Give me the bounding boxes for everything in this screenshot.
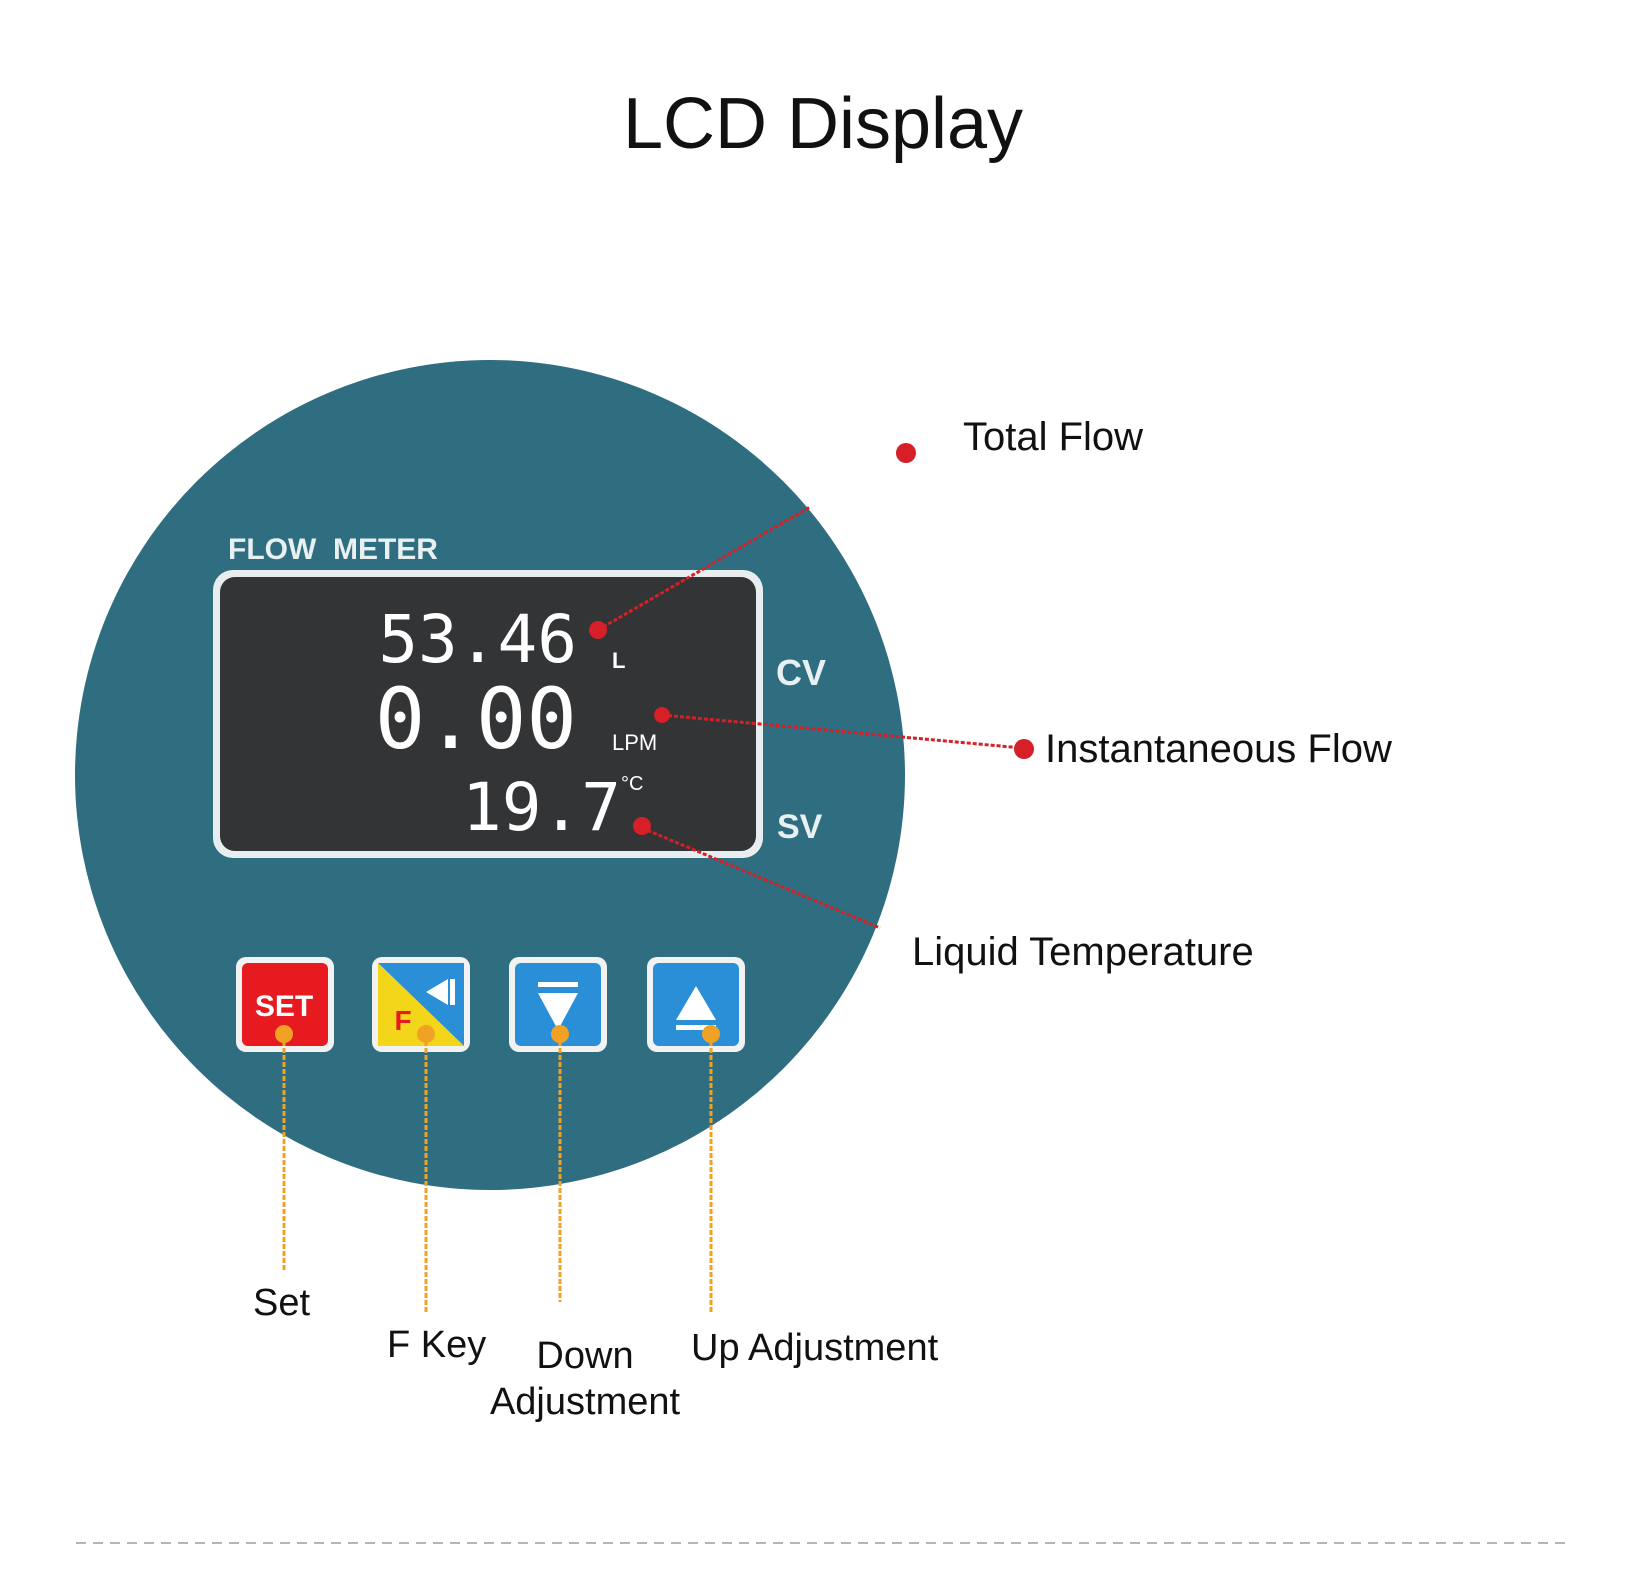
instantaneous-flow-unit: LPM [612, 730, 657, 755]
callout-instantaneous-flow: Instantaneous Flow [1045, 727, 1392, 771]
callout-f-key: F Key [387, 1324, 486, 1366]
temperature-unit: °C [621, 773, 643, 795]
up-dot [702, 1025, 720, 1043]
total-flow-dot [589, 621, 607, 639]
total-flow-label-dot [896, 443, 916, 463]
temperature-dot [633, 817, 651, 835]
sv-label: SV [777, 808, 823, 846]
device-label: FLOW METER [228, 533, 438, 566]
callout-down-line1: Down [536, 1335, 633, 1377]
f-key-button[interactable]: F [372, 957, 470, 1052]
instantaneous-flow-dot [654, 707, 670, 723]
callout-set: Set [253, 1282, 310, 1324]
callout-down-line2: Adjustment [490, 1381, 681, 1423]
f-key-yellow-area [378, 963, 464, 1046]
cv-label: CV [776, 652, 826, 693]
down-adjustment-button[interactable] [509, 957, 607, 1052]
f-key-dot [417, 1025, 435, 1043]
callout-liquid-temperature: Liquid Temperature [912, 930, 1254, 974]
set-button[interactable]: SET [236, 957, 334, 1052]
down-dot [551, 1025, 569, 1043]
up-adjustment-button[interactable] [647, 957, 745, 1052]
down-triangle-icon [538, 993, 578, 1030]
temperature-value: 19.7 [462, 769, 621, 846]
f-key-bar [450, 979, 455, 1005]
set-button-icon [242, 963, 328, 1046]
instantaneous-flow-label-dot [1014, 739, 1034, 759]
red-callout-lines [589, 443, 1034, 930]
callout-up: Up Adjustment [691, 1327, 939, 1369]
f-key-label: F [394, 1005, 411, 1036]
lcd-screen [220, 577, 756, 851]
total-flow-unit: L [612, 648, 625, 673]
set-button-label: SET [255, 990, 313, 1023]
instantaneous-flow-value: 0.00 [375, 670, 577, 768]
up-bar-icon [676, 1025, 716, 1030]
down-bar-icon [538, 982, 578, 987]
f-key-triangle-icon [426, 979, 448, 1005]
set-dot [275, 1025, 293, 1043]
callout-total-flow: Total Flow [963, 415, 1143, 459]
orange-callout-lines [275, 1025, 720, 1312]
up-triangle-icon [676, 986, 716, 1020]
total-flow-value: 53.46 [378, 601, 577, 678]
page-title: LCD Display [623, 84, 1023, 164]
